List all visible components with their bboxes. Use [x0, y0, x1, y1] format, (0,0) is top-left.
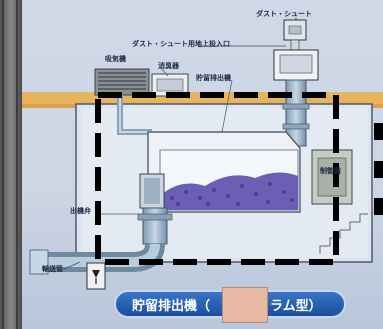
edge-mark — [374, 161, 383, 178]
label-ground-inlet: ダスト・シュート用地上投入口 — [132, 40, 230, 48]
transport-pipe — [29, 249, 49, 275]
edge-mark — [374, 123, 383, 140]
label-transport-pipe: 輸送管 — [42, 265, 63, 273]
label-outlet-valve: 出機弁 — [70, 207, 91, 215]
outlet-valve — [142, 207, 168, 245]
label-control-panel: 制御盤 — [320, 167, 341, 175]
label-storage-discharger: 貯留排出機 — [196, 74, 231, 82]
label-deodorizer: 消臭器 — [158, 62, 179, 70]
redaction-mask — [222, 287, 268, 323]
title-right: ラム型） — [270, 298, 322, 314]
highlight-box — [95, 92, 339, 265]
edge-mark — [374, 198, 383, 215]
label-dust-chute: ダスト・シュート — [256, 10, 312, 18]
label-exhaust-fan: 吸気機 — [105, 55, 126, 63]
title-left: 貯留排出機（ — [132, 298, 211, 314]
staircase — [319, 213, 368, 254]
waste-pile — [160, 172, 298, 210]
